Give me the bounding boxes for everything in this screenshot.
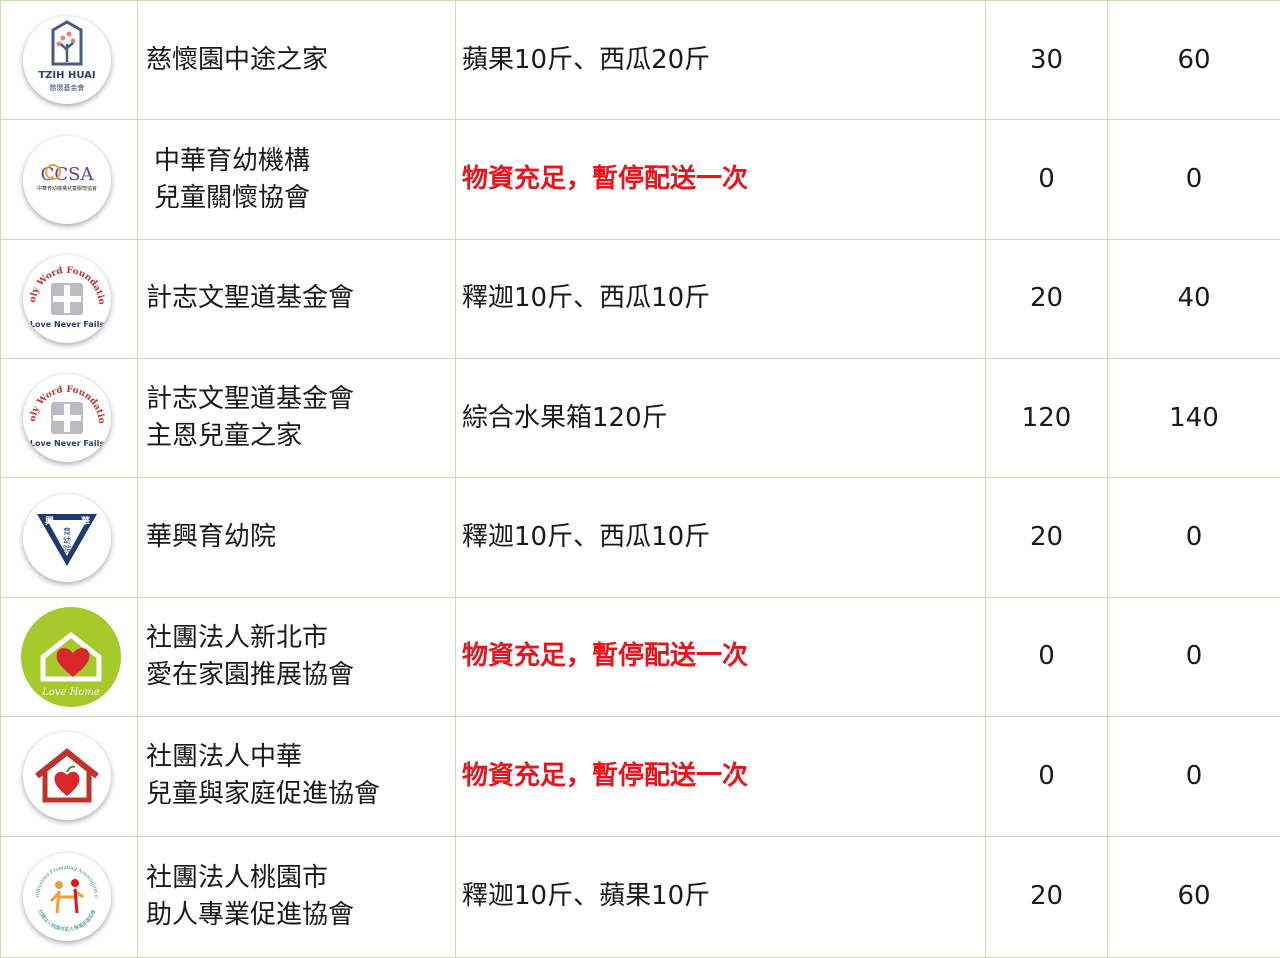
svg-text:社團法人桃園市助人專業促進協會: 社團法人桃園市助人專業促進協會 — [37, 908, 98, 933]
quantity-2: 140 — [1107, 358, 1280, 479]
donation-items: 物資充足，暫停配送一次 — [462, 760, 749, 791]
holy-word-foundation-logo-icon: Holy Word Foundation Love Never Fails — [23, 254, 111, 343]
donation-items: 釋迦10斤、蘋果10斤 — [462, 881, 711, 912]
svg-text:Helping Professions Promoting: Helping Professions Promoting Associatio… — [23, 853, 99, 898]
organization-name: 愛在家園推展協會 — [146, 659, 355, 690]
hua-hsing-orphanage-logo-icon: 興 華 育 幼 院 — [23, 493, 111, 582]
organization-name: 兒童與家庭促進協會 — [146, 779, 381, 810]
house-heart-logo-icon — [23, 732, 111, 821]
quantity-1: 20 — [985, 477, 1108, 598]
svg-text:慈懷基金會: 慈懷基金會 — [50, 83, 85, 92]
table-row: CCSA 中華育幼機構兒童關懷協會 中華育幼機構 兒童關懷協會 物資充足，暫停配… — [0, 119, 1280, 240]
organization-name: 社團法人桃園市 — [146, 862, 329, 893]
organization-name: 助人專業促進協會 — [146, 899, 355, 930]
quantity-2: 60 — [1107, 835, 1280, 958]
quantity-1: 30 — [985, 0, 1108, 121]
table-row: Love Home 社團法人新北市 愛在家園推展協會 物資充足，暫停配送一次 0… — [0, 596, 1280, 718]
quantity-1: 120 — [985, 358, 1108, 479]
organization-name: 計志文聖道基金會 — [146, 283, 355, 314]
donation-items: 蘋果10斤、西瓜20斤 — [462, 44, 711, 75]
svg-text:Love Never Fails: Love Never Fails — [30, 439, 104, 448]
quantity-1: 0 — [985, 596, 1108, 718]
table-row: 興 華 育 幼 院 華興育幼院 釋迦10斤、西瓜10斤 20 0 — [0, 477, 1280, 598]
organization-name: 慈懷園中途之家 — [146, 44, 329, 75]
svg-text:Love Never Fails: Love Never Fails — [30, 320, 104, 329]
table-row: TZIH HUAI 慈懷基金會 慈懷園中途之家 蘋果10斤、西瓜20斤 30 6… — [0, 0, 1280, 121]
donation-items: 釋迦10斤、西瓜10斤 — [462, 283, 711, 314]
holy-word-foundation-logo-icon: Holy Word Foundation Love Never Fails — [23, 374, 111, 463]
helping-professions-logo-icon: Helping Professions Promoting Associatio… — [23, 852, 111, 941]
donation-items: 物資充足，暫停配送一次 — [462, 164, 749, 195]
quantity-2: 0 — [1107, 119, 1280, 240]
svg-text:中華育幼機構兒童關懷協會: 中華育幼機構兒童關懷協會 — [37, 185, 97, 192]
svg-text:興: 興 — [45, 516, 54, 527]
donation-items: 綜合水果箱120斤 — [462, 402, 668, 433]
donation-items: 物資充足，暫停配送一次 — [462, 641, 749, 672]
organization-name: 兒童關懷協會 — [154, 182, 311, 213]
donation-items: 釋迦10斤、西瓜10斤 — [462, 522, 711, 553]
organization-name: 社團法人新北市 — [146, 622, 329, 653]
quantity-2: 0 — [1107, 716, 1280, 837]
svg-text:幼: 幼 — [63, 535, 71, 545]
svg-text:院: 院 — [63, 544, 71, 554]
table-row: Holy Word Foundation Love Never Fails 計志… — [0, 238, 1280, 360]
love-home-logo-icon: Love Home — [21, 606, 121, 707]
quantity-2: 60 — [1107, 0, 1280, 121]
table-row: Helping Professions Promoting Associatio… — [0, 835, 1280, 958]
organization-name: 華興育幼院 — [146, 522, 277, 553]
quantity-1: 20 — [985, 835, 1108, 958]
quantity-1: 0 — [985, 119, 1108, 240]
organization-name: 中華育幼機構 — [154, 145, 311, 176]
svg-text:Love Home: Love Home — [41, 687, 100, 698]
tzih-huai-logo-icon: TZIH HUAI 慈懷基金會 — [23, 16, 111, 105]
table-row: 社團法人中華 兒童與家庭促進協會 物資充足，暫停配送一次 0 0 — [0, 716, 1280, 837]
organization-name: 社團法人中華 — [146, 742, 303, 773]
svg-text:華: 華 — [81, 515, 90, 527]
quantity-1: 20 — [985, 238, 1108, 360]
organization-name: 主恩兒童之家 — [146, 421, 303, 452]
svg-text:TZIH HUAI: TZIH HUAI — [38, 70, 95, 81]
ccsa-logo-icon: CCSA 中華育幼機構兒童關懷協會 — [23, 135, 111, 224]
table-row: Holy Word Foundation Love Never Fails 計志… — [0, 358, 1280, 479]
quantity-2: 0 — [1107, 596, 1280, 718]
quantity-1: 0 — [985, 716, 1108, 837]
quantity-2: 0 — [1107, 477, 1280, 598]
quantity-2: 40 — [1107, 238, 1280, 360]
organization-name: 計志文聖道基金會 — [146, 384, 355, 415]
svg-text:育: 育 — [63, 526, 71, 536]
